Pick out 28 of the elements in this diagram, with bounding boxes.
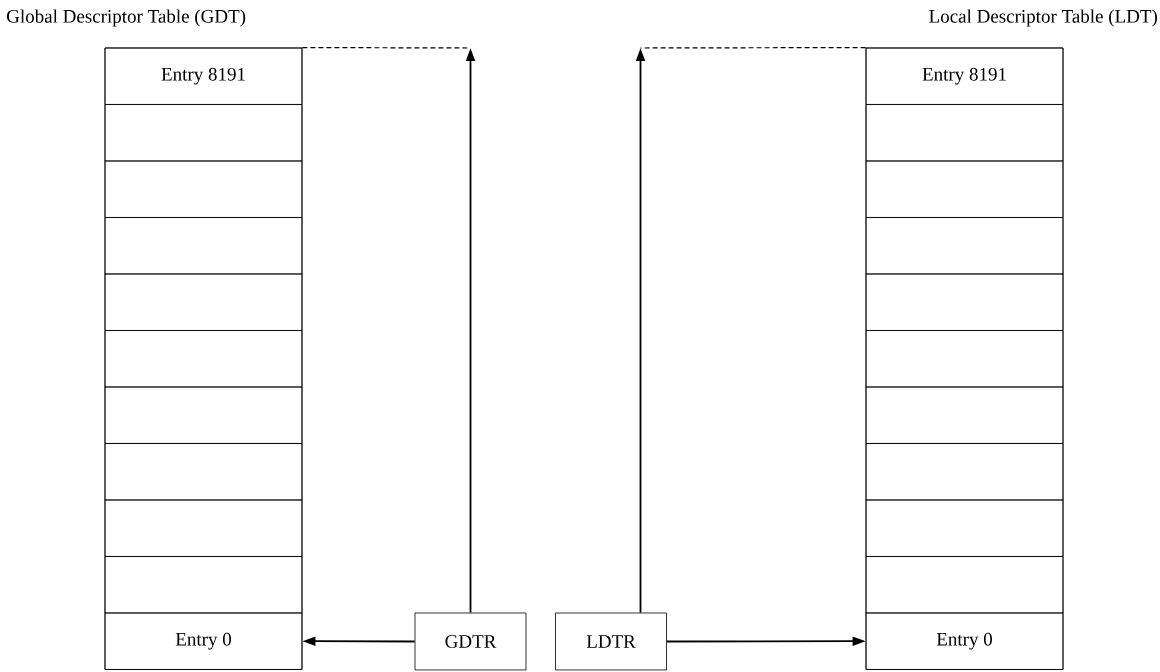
register-box: LDTR bbox=[555, 612, 667, 671]
table-row bbox=[104, 499, 303, 557]
table-row: Entry 8191 bbox=[104, 47, 303, 105]
table-row bbox=[865, 386, 1064, 444]
table-row bbox=[104, 273, 303, 331]
node-label: Global Descriptor Table (GDT) bbox=[7, 9, 246, 27]
table-row bbox=[104, 104, 303, 162]
table-row bbox=[865, 160, 1064, 218]
table-row bbox=[865, 273, 1064, 331]
table-row: Entry 0 bbox=[104, 612, 303, 670]
table-row: Entry 0 bbox=[865, 612, 1064, 670]
table-row bbox=[104, 556, 303, 614]
table-row bbox=[865, 443, 1064, 501]
table-row bbox=[865, 330, 1064, 388]
table-row bbox=[865, 556, 1064, 614]
table-row bbox=[104, 217, 303, 275]
table-row bbox=[865, 499, 1064, 557]
table-row bbox=[104, 330, 303, 388]
register-box: GDTR bbox=[414, 612, 527, 671]
table-row: Entry 8191 bbox=[865, 47, 1064, 105]
table-row bbox=[865, 217, 1064, 275]
dashed-line bbox=[639, 46, 867, 49]
table-row bbox=[865, 104, 1064, 162]
table-row bbox=[104, 443, 303, 501]
node-label: Local Descriptor Table (LDT) bbox=[929, 9, 1157, 27]
table-row bbox=[104, 160, 303, 218]
table-row bbox=[104, 386, 303, 444]
dashed-line bbox=[301, 46, 472, 49]
